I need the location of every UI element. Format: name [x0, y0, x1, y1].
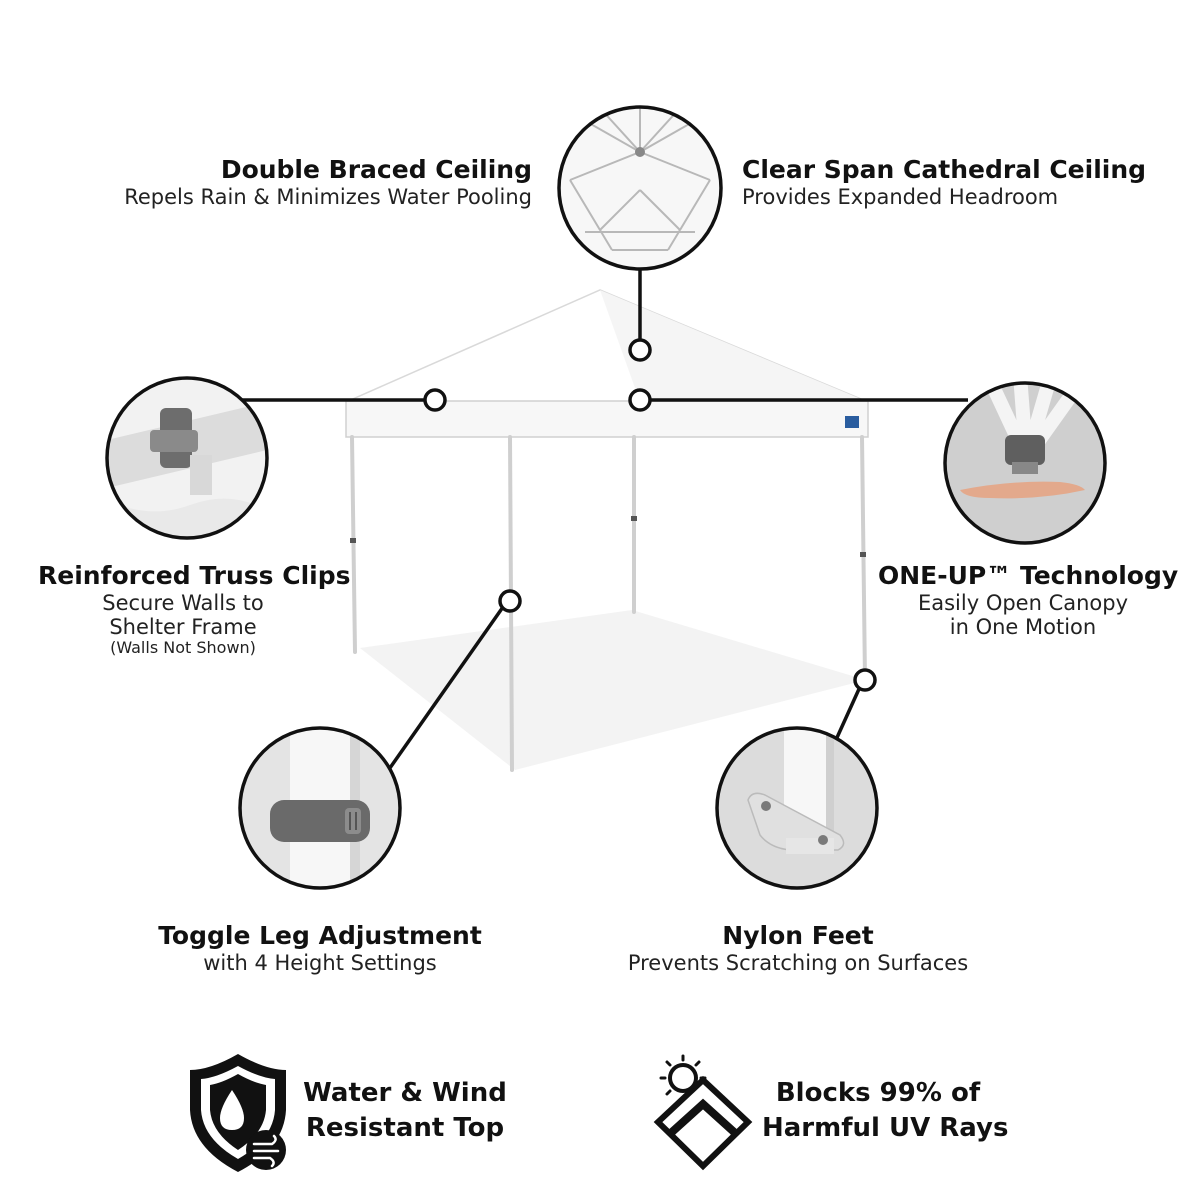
badge-line: Resistant Top — [305, 1112, 505, 1143]
feature-title: Nylon Feet — [722, 921, 874, 950]
nylon-feet-photo — [715, 726, 879, 890]
feature-title: Reinforced Truss Clips — [38, 561, 351, 590]
leg-toggles — [350, 516, 866, 557]
marker-toggle — [498, 589, 522, 613]
badge-line: Blocks 99% of — [775, 1078, 981, 1108]
marker-feet — [853, 668, 877, 692]
marker-truss — [423, 388, 447, 412]
badge-line: Water & Wind — [303, 1078, 507, 1108]
feature-title: ONE-UP™ Technology — [878, 561, 1179, 590]
badge-line: Harmful UV Rays — [762, 1112, 1009, 1143]
floor-shadow — [360, 610, 866, 770]
toggle-leg-photo — [238, 726, 402, 890]
shield-water-wind-icon — [190, 1054, 286, 1172]
feature-one-up-technology: ONE-UP™ Technology Easily Open Canopy in… — [878, 561, 1179, 639]
one-up-photo — [943, 381, 1107, 545]
feature-subtitle: Repels Rain & Minimizes Water Pooling — [124, 184, 532, 209]
marker-cathedral — [628, 338, 652, 362]
feature-line: Easily Open Canopy — [917, 590, 1129, 615]
leader-lines — [242, 269, 968, 777]
feature-title: Double Braced Ceiling — [220, 155, 532, 184]
feature-line: Secure Walls to — [102, 590, 264, 615]
feature-toggle-leg-adjustment: Toggle Leg Adjustment with 4 Height Sett… — [150, 921, 490, 975]
canopy-roof-shade — [600, 290, 868, 402]
brand-tag — [845, 416, 859, 428]
canopy-tent — [345, 289, 869, 772]
feature-line: in One Motion — [949, 614, 1097, 639]
marker-double-brace — [628, 388, 652, 412]
canopy-valance — [345, 400, 869, 438]
feature-subtitle: with 4 Height Settings — [203, 950, 437, 975]
badge-water-wind: Water & Wind Resistant Top — [300, 1076, 510, 1145]
feature-subtitle: Prevents Scratching on Surfaces — [627, 950, 969, 975]
feature-note: (Walls Not Shown) — [110, 638, 256, 658]
feature-double-braced-ceiling: Double Braced Ceiling Repels Rain & Mini… — [124, 155, 532, 209]
feature-reinforced-truss-clips: Reinforced Truss Clips Secure Walls to S… — [38, 561, 351, 658]
feature-clear-span-ceiling: Clear Span Cathedral Ceiling Provides Ex… — [742, 155, 1147, 209]
truss-clip-photo — [105, 376, 269, 540]
feature-line: Shelter Frame — [109, 614, 257, 639]
sun-uv-shield-icon — [653, 1054, 753, 1171]
feature-subtitle: Provides Expanded Headroom — [742, 184, 1059, 209]
ceiling-frame-photo — [557, 105, 723, 271]
badge-uv-protection: Blocks 99% of Harmful UV Rays — [762, 1076, 1009, 1145]
feature-title: Clear Span Cathedral Ceiling — [742, 155, 1147, 184]
callout-markers — [423, 338, 877, 692]
feature-title: Toggle Leg Adjustment — [158, 921, 482, 950]
feature-nylon-feet: Nylon Feet Prevents Scratching on Surfac… — [598, 921, 998, 975]
